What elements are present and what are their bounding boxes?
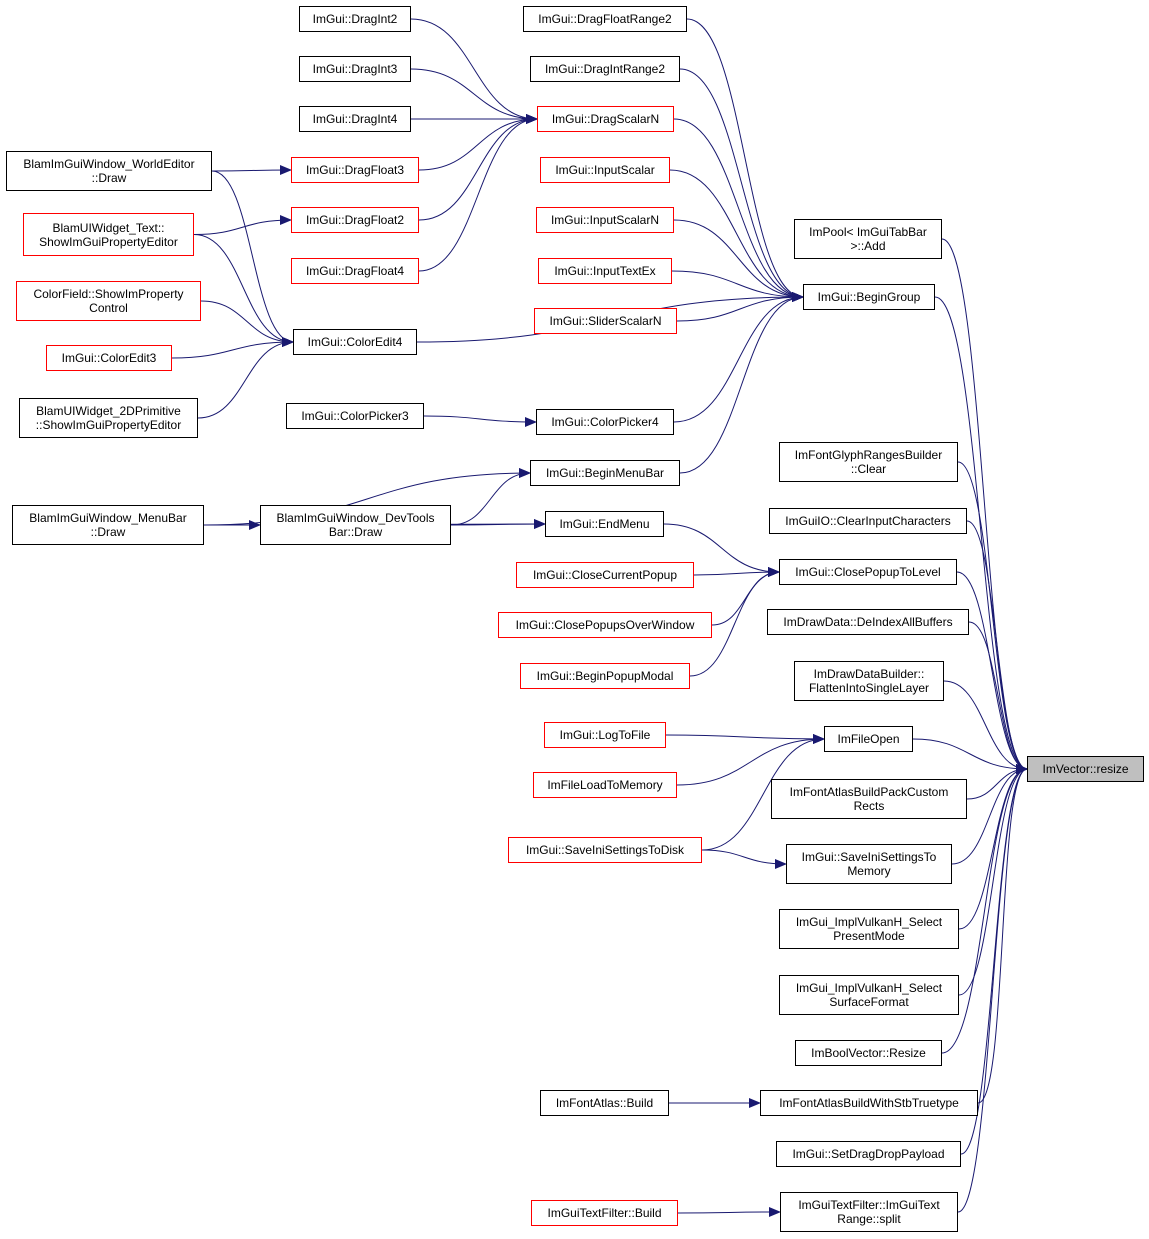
edge-dragfloat2-to-dragscalarn (418, 114, 538, 221)
edge-logtofile-to-fileopen (665, 733, 825, 744)
node-beginmenubar[interactable]: ImGui::BeginMenuBar (530, 460, 680, 486)
node-fontatlas-build[interactable]: ImFontAtlas::Build (540, 1090, 669, 1116)
node-clearinputchars[interactable]: ImGuiIO::ClearInputCharacters (769, 508, 967, 534)
edge-dragscalarn-to-begingroup (673, 118, 804, 302)
edge-textfilter_build-to-textrange_split (677, 1207, 781, 1218)
edge-uiwidget_2d-to-coloredit4 (197, 337, 294, 419)
edge-buildwithstbtruetype-to-imvector_resize (977, 764, 1028, 1104)
node-imvector-resize[interactable]: ImVector::resize (1027, 756, 1144, 782)
edge-devtools_draw-to-beginmenubar (450, 468, 531, 526)
node-closecurrentpopup[interactable]: ImGui::CloseCurrentPopup (516, 562, 694, 588)
node-buildpackcustomrects[interactable]: ImFontAtlasBuildPackCustom Rects (771, 779, 967, 819)
edge-endmenu-to-closepopuptolevel (663, 523, 780, 577)
edge-saveinisettingstodisk-to-saveinisettingstomemory (701, 849, 787, 869)
edge-beginmenubar-to-begingroup (679, 292, 804, 474)
node-endmenu[interactable]: ImGui::EndMenu (545, 511, 664, 537)
edge-worldeditor-to-coloredit4 (211, 170, 294, 347)
node-inputscalarn[interactable]: ImGui::InputScalarN (536, 207, 674, 233)
edge-inputtextex-to-begingroup (671, 270, 804, 302)
edge-inputscalar-to-begingroup (669, 169, 804, 302)
edge-dragfloat4-to-dragscalarn (418, 114, 538, 272)
edge-dragint2-to-dragscalarn (410, 18, 538, 124)
node-uiwidget-text[interactable]: BlamUIWidget_Text:: ShowImGuiPropertyEdi… (23, 213, 194, 256)
node-vulkan-presentmode[interactable]: ImGui_ImplVulkanH_Select PresentMode (779, 909, 959, 949)
edge-dragfloatrange2-to-begingroup (686, 18, 804, 302)
node-coloredit4[interactable]: ImGui::ColorEdit4 (293, 329, 417, 355)
edge-coloredit3-to-coloredit4 (171, 337, 294, 359)
edge-colorpicker4-to-begingroup (673, 292, 804, 423)
node-colorpicker4[interactable]: ImGui::ColorPicker4 (536, 409, 674, 435)
node-textrange-split[interactable]: ImGuiTextFilter::ImGuiText Range::split (780, 1192, 958, 1232)
node-setdragdroppayload[interactable]: ImGui::SetDragDropPayload (776, 1141, 961, 1167)
node-textfilter-build[interactable]: ImGuiTextFilter::Build (531, 1200, 678, 1226)
edge-vulkan_presentmode-to-imvector_resize (958, 764, 1028, 930)
node-colorpicker3[interactable]: ImGui::ColorPicker3 (286, 403, 424, 429)
edge-sliderscalarn-to-begingroup (676, 292, 804, 322)
node-dragfloat4[interactable]: ImGui::DragFloat4 (291, 258, 419, 284)
node-dragscalarn[interactable]: ImGui::DragScalarN (537, 106, 674, 132)
edge-uiwidget_text-to-dragfloat2 (193, 215, 292, 235)
node-inputtextex[interactable]: ImGui::InputTextEx (538, 258, 672, 284)
node-dragint3[interactable]: ImGui::DragInt3 (299, 56, 411, 82)
node-colorfield[interactable]: ColorField::ShowImProperty Control (16, 281, 201, 321)
edge-dragfloat3-to-dragscalarn (418, 114, 538, 171)
node-saveinisettingstomemory[interactable]: ImGui::SaveIniSettingsTo Memory (786, 844, 952, 884)
edge-colorpicker3-to-colorpicker4 (423, 415, 537, 427)
node-saveinisettingstodisk[interactable]: ImGui::SaveIniSettingsToDisk (508, 837, 702, 863)
node-menubar-draw[interactable]: BlamImGuiWindow_MenuBar ::Draw (12, 505, 204, 545)
node-begingroup[interactable]: ImGui::BeginGroup (803, 284, 935, 310)
node-devtools-draw[interactable]: BlamImGuiWindow_DevTools Bar::Draw (260, 505, 451, 545)
edge-closepopuptolevel-to-imvector_resize (956, 571, 1028, 774)
node-beginpopupmodal[interactable]: ImGui::BeginPopupModal (520, 663, 690, 689)
node-fileopen[interactable]: ImFileOpen (824, 726, 913, 752)
node-dragintrange2[interactable]: ImGui::DragIntRange2 (530, 56, 680, 82)
edge-closecurrentpopup-to-closepopuptolevel (693, 567, 780, 578)
edge-worldeditor-to-dragfloat3 (211, 165, 292, 176)
node-boolvector-resize[interactable]: ImBoolVector::Resize (795, 1040, 942, 1066)
node-dragint4[interactable]: ImGui::DragInt4 (299, 106, 411, 132)
node-sliderscalarn[interactable]: ImGui::SliderScalarN (534, 308, 677, 334)
edge-begingroup-to-imvector_resize (934, 296, 1028, 774)
edge-inputscalarn-to-begingroup (673, 219, 804, 302)
node-dragint2[interactable]: ImGui::DragInt2 (299, 6, 411, 32)
node-dragfloat3[interactable]: ImGui::DragFloat3 (291, 157, 419, 183)
edge-saveinisettingstodisk-to-fileopen (701, 734, 825, 851)
node-closepopuptolevel[interactable]: ImGui::ClosePopupToLevel (779, 559, 957, 585)
edge-dragint3-to-dragscalarn (410, 68, 538, 124)
node-flattenintosinglelayer[interactable]: ImDrawDataBuilder:: FlattenIntoSingleLay… (794, 661, 944, 701)
node-dragfloat2[interactable]: ImGui::DragFloat2 (291, 207, 419, 233)
node-buildwithstbtruetype[interactable]: ImFontAtlasBuildWithStbTruetype (760, 1090, 978, 1116)
node-fileloadtomemory[interactable]: ImFileLoadToMemory (533, 772, 677, 798)
edge-deindexallbuffers-to-imvector_resize (968, 621, 1028, 774)
edge-dragintrange2-to-begingroup (679, 68, 804, 302)
node-pool-add[interactable]: ImPool< ImGuiTabBar >::Add (794, 219, 942, 259)
node-closepopupsoverwindow[interactable]: ImGui::ClosePopupsOverWindow (498, 612, 712, 638)
edge-boolvector_resize-to-imvector_resize (941, 764, 1028, 1054)
edge-fileloadtomemory-to-fileopen (676, 734, 825, 786)
edge-colorfield-to-coloredit4 (200, 300, 294, 347)
edge-uiwidget_text-to-coloredit4 (193, 234, 294, 347)
edge-vulkan_surfaceformat-to-imvector_resize (958, 764, 1028, 996)
node-coloredit3[interactable]: ImGui::ColorEdit3 (46, 345, 172, 371)
edge-textrange_split-to-imvector_resize (957, 764, 1028, 1213)
node-vulkan-surfaceformat[interactable]: ImGui_ImplVulkanH_Select SurfaceFormat (779, 975, 959, 1015)
edge-fileopen-to-imvector_resize (912, 738, 1028, 774)
node-glyphranges-clear[interactable]: ImFontGlyphRangesBuilder ::Clear (779, 442, 958, 482)
node-deindexallbuffers[interactable]: ImDrawData::DeIndexAllBuffers (767, 609, 969, 635)
node-uiwidget-2d[interactable]: BlamUIWidget_2DPrimitive ::ShowImGuiProp… (19, 398, 198, 438)
edge-saveinisettingstomemory-to-imvector_resize (951, 764, 1028, 865)
node-worldeditor[interactable]: BlamImGuiWindow_WorldEditor ::Draw (6, 151, 212, 191)
node-inputscalar[interactable]: ImGui::InputScalar (540, 157, 670, 183)
edge-beginpopupmodal-to-closepopuptolevel (689, 567, 780, 677)
edge-pool_add-to-imvector_resize (941, 238, 1028, 774)
edge-flattenintosinglelayer-to-imvector_resize (943, 680, 1028, 774)
node-dragfloatrange2[interactable]: ImGui::DragFloatRange2 (523, 6, 687, 32)
edge-clearinputchars-to-imvector_resize (966, 520, 1028, 774)
node-logtofile[interactable]: ImGui::LogToFile (544, 722, 666, 748)
